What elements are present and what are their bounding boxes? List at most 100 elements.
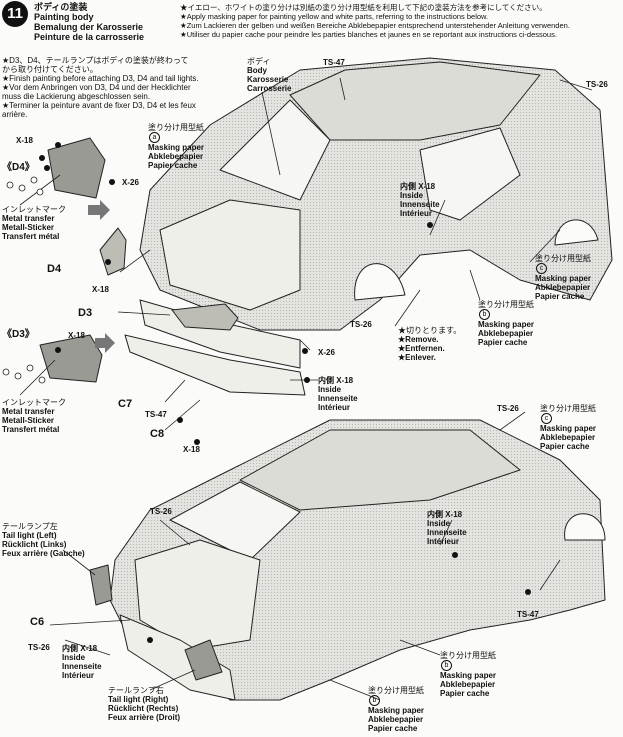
upper-body-front-wheel-arch xyxy=(354,263,406,301)
step-title: ボディの塗装 Painting body Bemalung der Kaross… xyxy=(34,2,144,42)
masking-b3-en: Masking paper xyxy=(368,706,425,715)
metal-transfer-fr: Transfert métal xyxy=(2,232,60,241)
metal-transfer-en-2: Metal transfer xyxy=(2,407,55,416)
upper-body-rear-wheel-arch xyxy=(554,219,599,246)
upper-body-windshield xyxy=(219,99,331,201)
step-number-badge: 11 xyxy=(2,1,28,27)
metal-transfer-dots xyxy=(2,176,46,384)
inside-bumper-de: Innenseite xyxy=(318,394,358,403)
instruction-en: ★Apply masking paper for painting yellow… xyxy=(180,12,489,21)
inside-bumper-fr: Intérieur xyxy=(318,403,351,412)
metal-transfer-label-top: インレットマーク Metal transfer Metall-Sticker T… xyxy=(2,205,66,241)
paint-ref-ts47-roof: TS-47 xyxy=(323,58,345,67)
masking-b2-de: Abklebepapier xyxy=(440,680,496,689)
remove-fr: ★Enlever. xyxy=(398,353,436,362)
screw-ref-x18-c8: X-18 xyxy=(183,445,200,454)
paint-ref-ts26-rear-top: TS-26 xyxy=(586,80,608,89)
inside-upper-prefix: 内側 X-18 xyxy=(400,182,436,191)
remove-en: ★Remove. xyxy=(398,335,439,344)
masking-a-fr: Papier cache xyxy=(148,161,198,170)
inside-bumper-prefix: 内側 X-18 xyxy=(318,376,354,385)
paint-ref-ts26-trunk: TS-26 xyxy=(150,507,172,516)
d4-group-label: 《D4》 xyxy=(2,162,35,173)
d4-screw-ref-x18: X-18 xyxy=(16,136,33,145)
d4-lens-assembly xyxy=(47,137,106,199)
part-label-c8: C8 xyxy=(150,428,165,440)
inside-diffuser-en: Inside xyxy=(62,653,86,662)
step-title-fr: Peinture de la carrosserie xyxy=(34,32,145,42)
masking-b1-en: Masking paper xyxy=(478,320,535,329)
step-title-de: Bemalung der Karosserie xyxy=(34,22,144,32)
masking-b1-fr: Papier cache xyxy=(478,338,528,347)
metal-transfer-jp-2: インレットマーク xyxy=(2,398,66,407)
note-fr-2: arrière. xyxy=(2,110,28,119)
masking-c2-fr: Papier cache xyxy=(540,442,590,451)
masking-b2-en: Masking paper xyxy=(440,671,497,680)
paint-ref-ts47-rear: TS-47 xyxy=(517,610,539,619)
note-jp-1: ★D3、D4、テールランプはボディの塗装が終わって xyxy=(2,56,189,65)
paint-ref-ts26-lower-roof: TS-26 xyxy=(497,404,519,413)
note-fr-1: ★Terminer la peinture avant de fixer D3,… xyxy=(2,101,196,110)
inside-bumper-en: Inside xyxy=(318,385,342,394)
inside-upper-fr: Intérieur xyxy=(400,209,433,218)
body-label-de: Karosserie xyxy=(247,75,289,84)
metal-transfer-en: Metal transfer xyxy=(2,214,55,223)
masking-c-fr: Papier cache xyxy=(535,292,585,301)
tail-left-de: Rücklicht (Links) xyxy=(2,540,67,549)
screw-markers xyxy=(39,142,531,643)
inside-lower-en: Inside xyxy=(427,519,451,528)
d3-screw-ref-x18: X-18 xyxy=(68,331,85,340)
tail-left-fr: Feux arrière (Gauche) xyxy=(2,549,85,558)
tail-left-en: Tail light (Left) xyxy=(2,531,57,540)
tail-right-jp: テールランプ右 xyxy=(108,686,164,695)
instruction-fr: ★Utiliser du papier cache pour peindre l… xyxy=(180,30,557,39)
lower-body-rear-wheel-arch xyxy=(564,513,606,541)
masking-instructions: ★イエロー、ホワイトの塗り分けは別紙の塗り分け用型紙を利用して下記の塗装方法を参… xyxy=(180,3,570,39)
masking-c-en: Masking paper xyxy=(535,274,592,283)
part-label-c6: C6 xyxy=(30,616,45,628)
instruction-de: ★Zum Lackieren der gelben und weißen Ber… xyxy=(180,21,570,30)
tail-light-right-label: テールランプ右 Tail light (Right) Rücklicht (Re… xyxy=(108,686,180,722)
metal-transfer-de: Metall-Sticker xyxy=(2,223,55,232)
paint-ref-ts26-diffuser: TS-26 xyxy=(28,643,50,652)
headlight-d4 xyxy=(99,227,127,276)
inside-lower-fr: Intérieur xyxy=(427,537,460,546)
remove-note: ★切りとります。 ★Remove. ★Entfernen. ★Enlever. xyxy=(398,326,461,362)
inside-x18-diffuser: 内側 X-18 Inside Innenseite Intérieur xyxy=(62,644,102,680)
inside-x18-upper: 内側 X-18 Inside Innenseite Intérieur xyxy=(400,182,440,218)
note-de-2: muss die Lackierung abgeschlossen sein. xyxy=(2,92,151,101)
tail-right-en: Tail light (Right) xyxy=(108,695,169,704)
upper-body-side-window xyxy=(419,127,521,221)
tail-light-left-label: テールランプ左 Tail light (Left) Rücklicht (Lin… xyxy=(2,522,85,558)
body-label: ボディ Body Karosserie Carrosserie xyxy=(247,57,291,93)
metal-transfer-label-bottom: インレットマーク Metal transfer Metall-Sticker T… xyxy=(2,398,66,434)
note-en: ★Finish painting before attaching D3, D4… xyxy=(2,74,199,83)
lower-body-rear-window xyxy=(169,481,301,561)
upper-body-roof xyxy=(289,61,541,141)
part-label-d3: D3 xyxy=(78,307,93,319)
inside-x18-bumper: 内側 X-18 Inside Innenseite Intérieur xyxy=(318,376,358,412)
tail-right-de: Rücklicht (Rechts) xyxy=(108,704,179,713)
step-title-jp: ボディの塗装 xyxy=(34,2,88,12)
masking-b1-de: Abklebepapier xyxy=(478,329,534,338)
remove-jp: ★切りとります。 xyxy=(398,326,462,335)
body-label-en: Body xyxy=(247,66,267,75)
inside-lower-de: Innenseite xyxy=(427,528,467,537)
masking-c2-de: Abklebepapier xyxy=(540,433,596,442)
metal-transfer-jp: インレットマーク xyxy=(2,205,66,214)
part-label-c7: C7 xyxy=(118,398,133,410)
upper-body-hood xyxy=(159,199,301,311)
paint-before-attach-note: ★D3、D4、テールランプはボディの塗装が終わって から取り付けてください。 ★… xyxy=(2,56,199,119)
masking-a-en: Masking paper xyxy=(148,143,205,152)
